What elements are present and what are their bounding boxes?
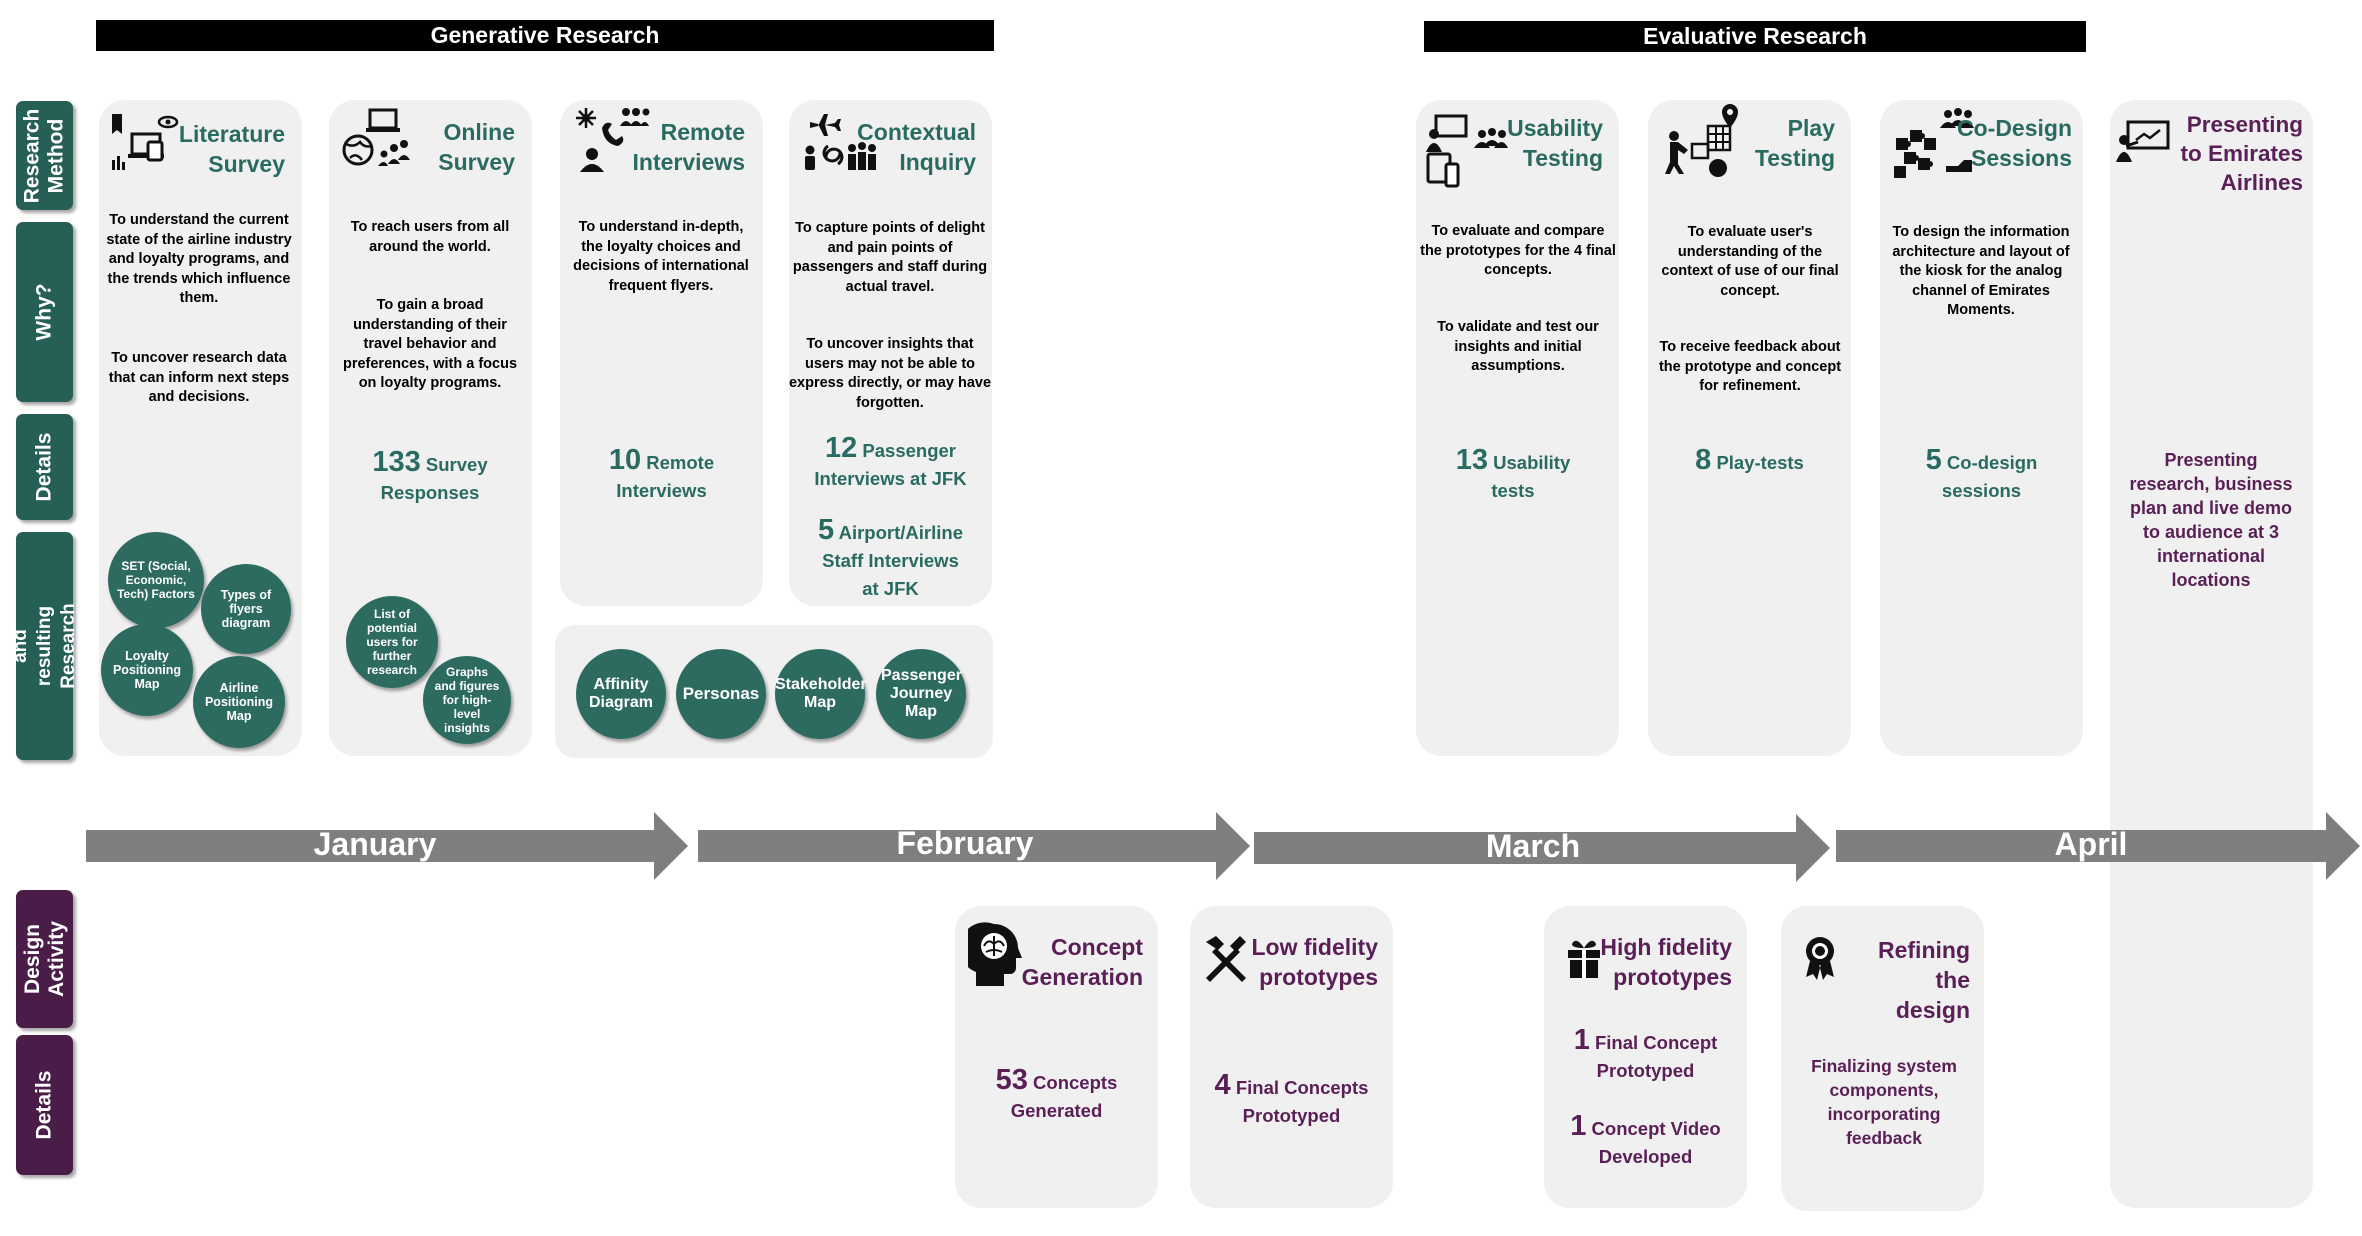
book-chart-icon <box>112 114 179 170</box>
contextual-detail-passengers: 12 Passenger Interviews at JFK <box>814 432 967 490</box>
high-fidelity-detail-concept: 1 Final Concept Prototyped <box>1573 1024 1718 1082</box>
online-why-2: To gain a broad understanding of their t… <box>342 297 518 391</box>
remote-detail: 10 Remote Interviews <box>608 444 715 502</box>
globe-people-icon <box>342 108 410 166</box>
artifact-stakeholder-map: Stakeholder Map <box>775 649 867 739</box>
contextual-detail-staff: 5 Airport/Airline Staff Interviews at JF… <box>818 514 963 600</box>
artifact-affinity-diagram: Affinity Diagram <box>576 649 666 739</box>
artifact-types-of-flyers: Types of flyers diagram <box>201 564 291 654</box>
hammer-icon <box>1206 936 1246 982</box>
award-ribbon-icon <box>1806 937 1834 980</box>
presenter-board-icon <box>2116 120 2170 162</box>
contextual-inquiry-card <box>789 100 992 606</box>
month-april: April <box>2054 826 2128 862</box>
plane-people-icon <box>805 114 876 170</box>
gift-box-icon <box>1568 940 1600 978</box>
network-phone-icon <box>576 108 650 172</box>
refining-detail: Finalizing system components, incorporat… <box>1811 1056 1957 1148</box>
usability-why-2: To validate and test our insights and in… <box>1437 319 1599 374</box>
arrow-april <box>1836 812 2360 880</box>
artifact-personas: Personas <box>676 649 766 739</box>
side-label-why: Why? <box>16 222 73 402</box>
artifact-passenger-journey-map: Passenger Journey Map <box>876 649 966 739</box>
artifact-loyalty-positioning-map: Loyalty Positioning Map <box>101 624 193 716</box>
play-why-2: To receive feedback about the prototype … <box>1658 339 1842 394</box>
presenting-card <box>2110 100 2313 1208</box>
side-label-design-activity: Design Activity <box>16 890 73 1028</box>
arrow-march <box>1254 814 1830 882</box>
remote-why-1: To understand in-depth, the loyalty choi… <box>573 219 749 294</box>
contextual-why-2: To uncover insights that users may not b… <box>788 336 992 411</box>
concept-generation-detail: 53 Concepts Generated <box>995 1064 1118 1122</box>
month-january: January <box>313 826 437 862</box>
artifact-set-factors: SET (Social, Economic, Tech) Factors <box>108 532 204 628</box>
usability-detail: 13 Usability tests <box>1455 444 1571 502</box>
side-label-design-details: Details <box>16 1035 73 1175</box>
puzzle-people-icon <box>1894 108 1974 178</box>
side-label-research-method: Research Method <box>16 101 73 210</box>
artifact-airline-positioning-map: Airline Positioning Map <box>193 656 285 748</box>
usability-testing-card <box>1416 100 1619 756</box>
codesign-why-1: To design the information architecture a… <box>1892 224 2070 318</box>
presentation-people-icon <box>1426 114 1508 188</box>
artifact-potential-users-list: List of potential users for further rese… <box>346 596 438 688</box>
remote-interviews-card <box>560 100 763 606</box>
artifact-graphs-figures: Graphs and figures for high-level insigh… <box>423 656 511 744</box>
high-fidelity-detail-video: 1 Concept Video Developed <box>1570 1110 1721 1168</box>
arrow-february <box>698 812 1250 880</box>
codesign-sessions-card <box>1880 100 2083 756</box>
codesign-detail: 5 Co-design sessions <box>1925 444 2038 502</box>
online-detail: 133 Survey Responses <box>372 446 488 504</box>
month-february: February <box>896 825 1034 861</box>
usability-why-1: To evaluate and compare the prototypes f… <box>1420 223 1616 278</box>
person-grid-pin-icon <box>1665 104 1738 177</box>
play-detail: 8 Play-tests <box>1695 444 1804 476</box>
play-testing-card <box>1648 100 1851 756</box>
arrow-january <box>86 812 688 880</box>
evaluative-research-header: Evaluative Research <box>1424 21 2086 52</box>
side-label-details: Details <box>16 414 73 520</box>
literature-why-1: To understand the current state of the a… <box>106 212 292 306</box>
online-why-1: To reach users from all around the world… <box>350 219 510 255</box>
side-label-synthesis: Synthesis and resulting Research Artifac… <box>0 532 103 760</box>
literature-why-2: To uncover research data that can inform… <box>108 350 290 405</box>
month-march: March <box>1485 828 1581 864</box>
brain-head-icon <box>968 922 1022 986</box>
play-why-1: To evaluate user's understanding of the … <box>1661 224 1839 299</box>
timeline-arrows <box>86 812 2360 882</box>
contextual-why-1: To capture points of delight and pain po… <box>792 220 988 295</box>
low-fidelity-detail: 4 Final Concepts Prototyped <box>1214 1069 1369 1127</box>
generative-research-header: Generative Research <box>96 20 994 51</box>
presenting-detail: Presenting research, business plan and l… <box>2129 450 2293 590</box>
